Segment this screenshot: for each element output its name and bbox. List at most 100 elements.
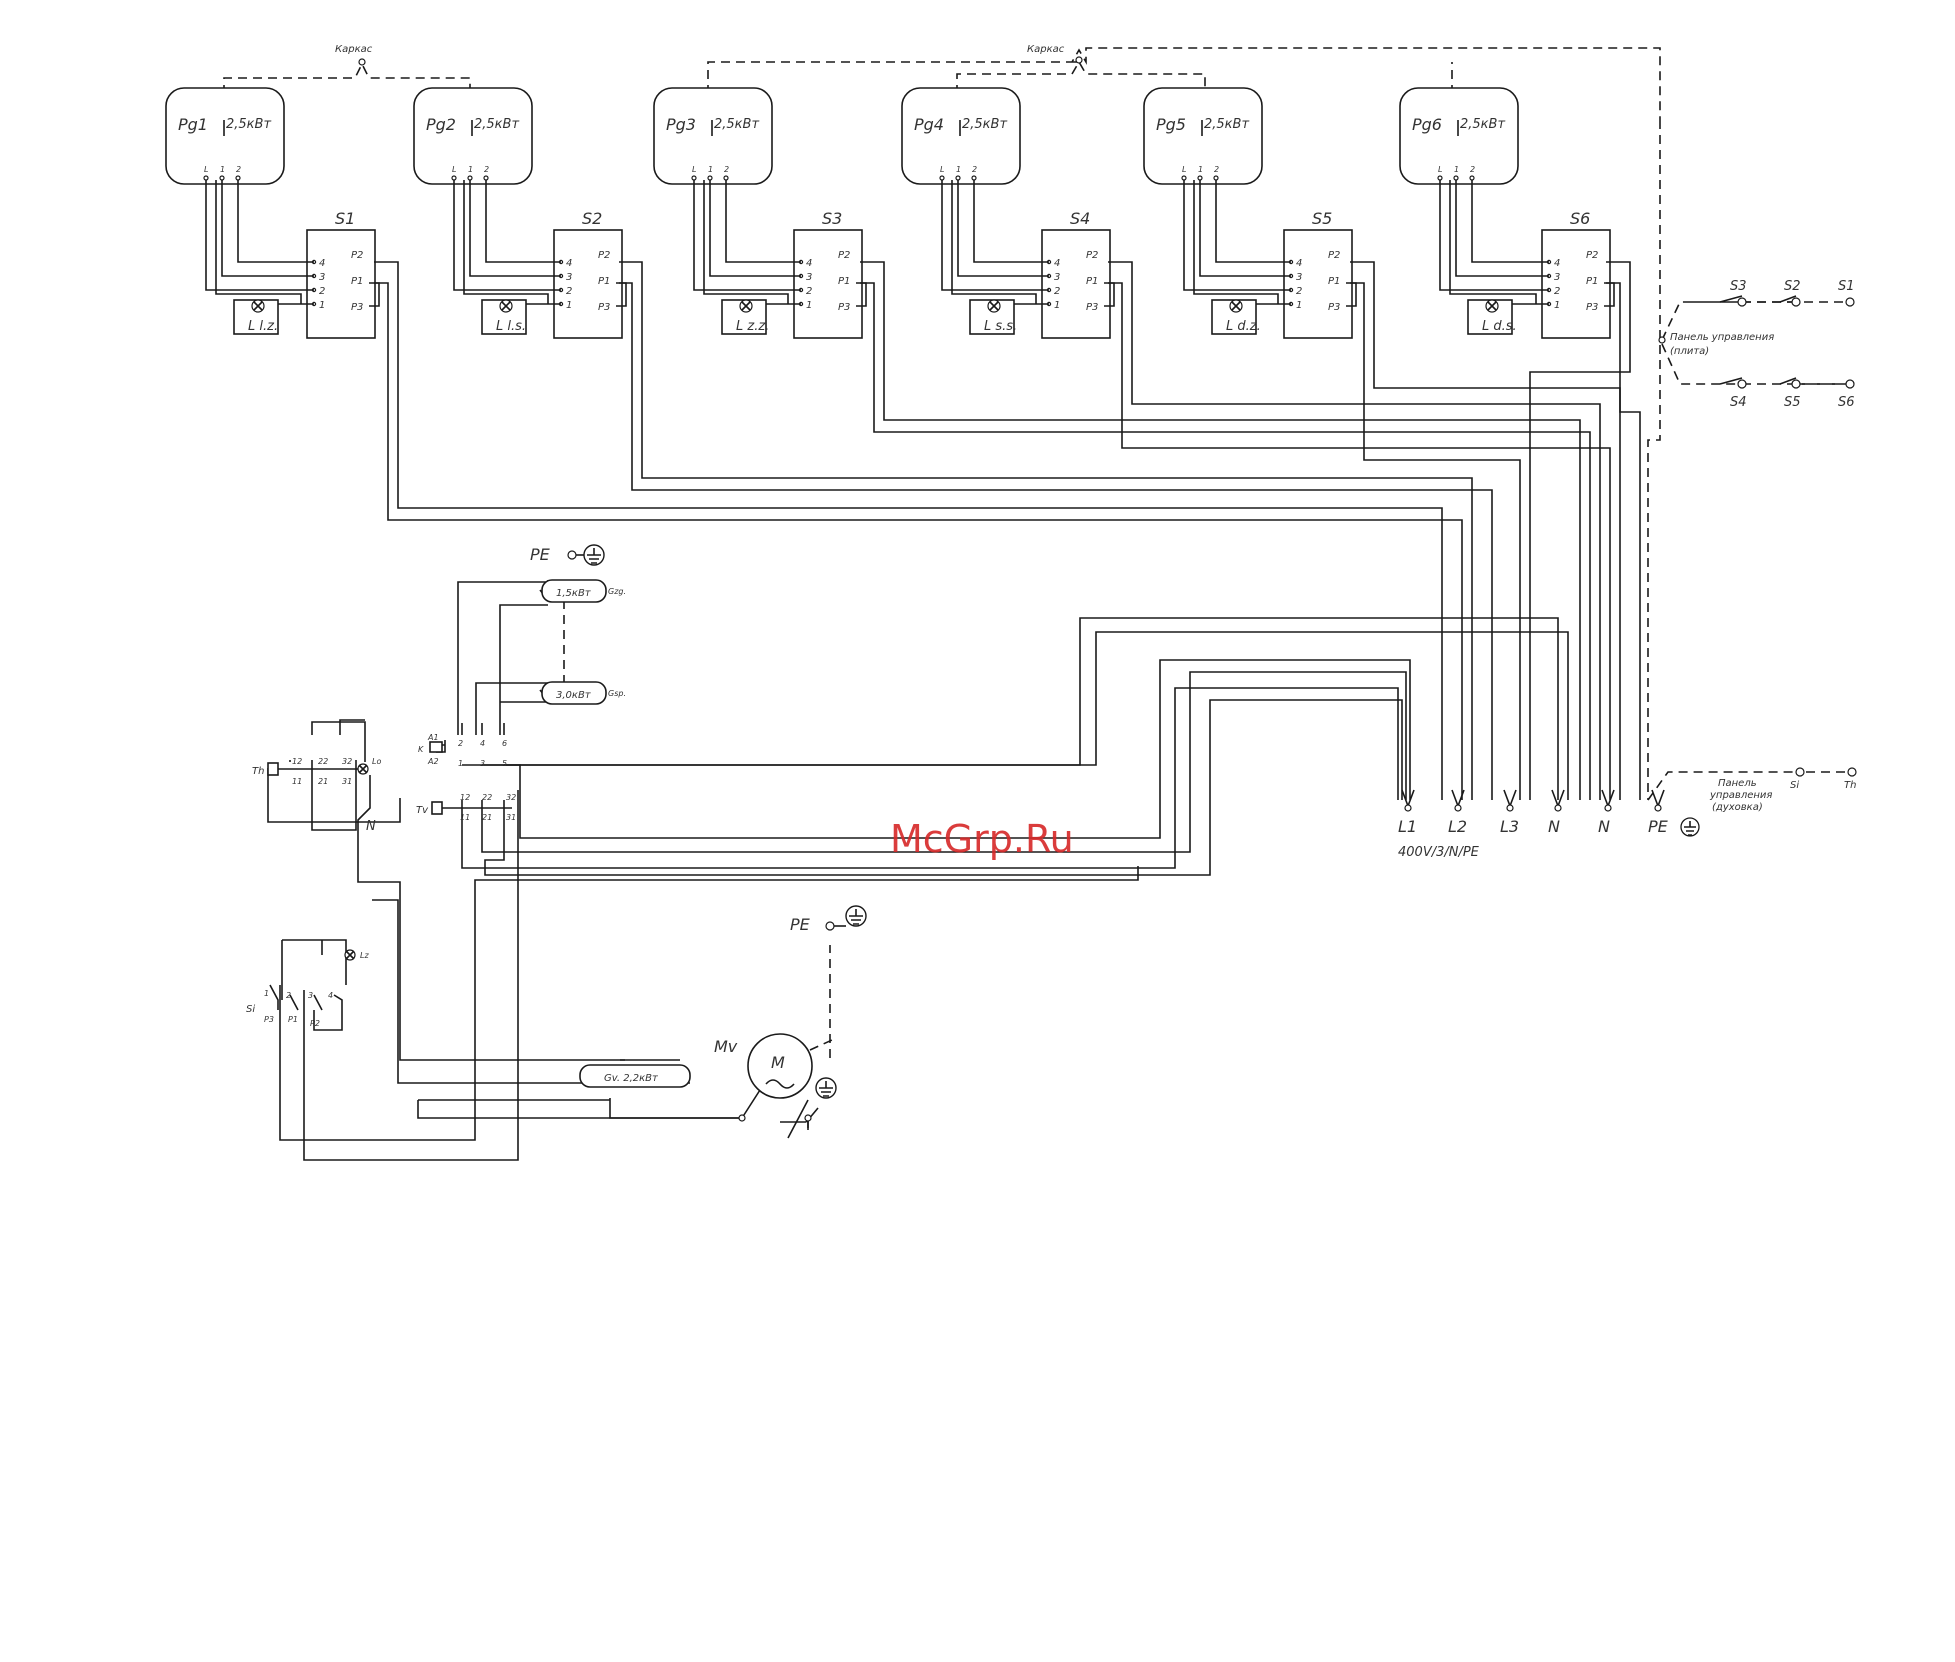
plate-terminal xyxy=(1181,175,1187,181)
hotplate-id: Pg1 xyxy=(178,115,208,134)
th-top-12: 12 xyxy=(292,757,302,766)
switch-pin-left: 1 xyxy=(1554,300,1560,311)
contactor-bottom-3: 5 xyxy=(502,759,507,768)
plate-terminal xyxy=(723,175,729,181)
th-top-22: 22 xyxy=(318,757,328,766)
hotplate-id: Pg6 xyxy=(1412,115,1442,134)
selector-contact-p1: P1 xyxy=(288,1015,298,1024)
lamp-icon xyxy=(251,299,265,313)
switch-id: S3 xyxy=(822,209,842,228)
panel-oven-th-terminal xyxy=(1847,767,1857,777)
panel-stove-label-1: Панель управления xyxy=(1670,332,1774,343)
hotplate-body xyxy=(1143,87,1263,185)
hotplate-id: Pg2 xyxy=(426,115,456,134)
panel-stove-top-1: S3 xyxy=(1730,279,1747,294)
hotplate-id: Pg3 xyxy=(666,115,696,134)
lamp-lz-icon xyxy=(344,949,356,961)
switch-pin-left: 1 xyxy=(1054,300,1060,311)
selector-pin-4: 4 xyxy=(328,991,333,1000)
switch-pin-left: 2 xyxy=(806,286,812,297)
plate-switch-wire xyxy=(973,180,1049,263)
plate-terminal xyxy=(939,175,945,181)
hotplate-power: 2,5кВт xyxy=(962,117,1007,132)
lamp-feed-wire xyxy=(215,180,302,304)
plate-terminal xyxy=(1197,175,1203,181)
supply-terminal-label: L2 xyxy=(1448,817,1467,836)
plate-terminal xyxy=(219,175,225,181)
frame-node-right xyxy=(1075,56,1083,64)
hotplate-power: 2,5кВт xyxy=(1460,117,1505,132)
plate-terminal-label: 1 xyxy=(468,165,473,174)
lamp-icon xyxy=(499,299,513,313)
plate-terminal xyxy=(1213,175,1219,181)
plate-terminal-label: 2 xyxy=(972,165,977,174)
panel-stove-s5-terminal xyxy=(1791,379,1801,389)
switch-id: S5 xyxy=(1312,209,1332,228)
switch-pin-left: 1 xyxy=(806,300,812,311)
switch-pin-left: 4 xyxy=(1296,258,1302,269)
ground-icon xyxy=(1680,817,1700,837)
heater-gzg-power: 1,5кВт xyxy=(556,588,592,599)
panel-stove-bottom-3: S6 xyxy=(1838,395,1855,410)
heater-gsp xyxy=(541,681,607,705)
switch-pin-left: 4 xyxy=(1054,258,1060,269)
switch-body xyxy=(1283,229,1353,339)
switch-pin-left: 3 xyxy=(1554,272,1560,283)
plate-switch-wire xyxy=(453,180,561,291)
hotplate-power: 2,5кВт xyxy=(474,117,519,132)
selector-contact-p2: P2 xyxy=(310,1019,320,1028)
plate-terminal-label: 1 xyxy=(220,165,225,174)
lamp-lo-icon xyxy=(357,763,369,775)
switch-pin-left: 2 xyxy=(1054,286,1060,297)
switch-pin-right: P1 xyxy=(598,276,610,287)
switch-body xyxy=(306,229,376,339)
selector-pin-2: 2 xyxy=(286,991,291,1000)
supply-terminal-l3-2: L3 xyxy=(1500,789,1519,836)
switch-pin-right: P1 xyxy=(1328,276,1340,287)
panel-stove: Панель управления (плита) S3 S2 S1 S4 S5… xyxy=(1658,279,1855,410)
plate-terminal xyxy=(1437,175,1443,181)
switch-pin-right: P1 xyxy=(838,276,850,287)
switch-pin-right: P2 xyxy=(1586,250,1598,261)
watermark: McGrp.Ru xyxy=(890,817,1074,861)
plate-terminal xyxy=(467,175,473,181)
plate-switch-wire xyxy=(1215,180,1291,263)
grill-label: Gv. 2,2кВт xyxy=(604,1073,659,1084)
panel-oven-label-2: управления xyxy=(1709,790,1772,801)
switch-pin-left: 2 xyxy=(319,286,325,297)
motor-terminal-2 xyxy=(804,1114,812,1122)
switch-body xyxy=(553,229,623,339)
hotplate-id: Pg4 xyxy=(914,115,944,134)
panel-stove-s3-terminal xyxy=(1737,297,1747,307)
heater-gzg-id: Gzg. xyxy=(608,587,626,596)
contactor-bottom-1: 1 xyxy=(458,759,463,768)
plate-terminal xyxy=(203,175,209,181)
th-top-32: 32 xyxy=(342,757,352,766)
panel-stove-s2-terminal xyxy=(1791,297,1801,307)
selector-id: Si xyxy=(246,1004,255,1015)
plate-terminal-label: 2 xyxy=(724,165,729,174)
supply-terminal-dot xyxy=(1454,804,1462,812)
heater-gzg xyxy=(541,579,607,603)
th-bottom-11: 11 xyxy=(292,777,302,786)
contactor-bottom-2: 3 xyxy=(480,759,485,768)
panel-oven-si-terminal xyxy=(1795,767,1805,777)
plate-switch-wire xyxy=(1183,180,1291,291)
plate-switch-wire xyxy=(1455,180,1549,277)
panel-oven-si: Si xyxy=(1790,780,1799,791)
plate-switch-wire xyxy=(1199,180,1291,277)
supply-terminal-dot xyxy=(1654,804,1662,812)
switch-pin-left: 2 xyxy=(1554,286,1560,297)
hotplate-power: 2,5кВт xyxy=(714,117,759,132)
thermostat-tv-id: Tv xyxy=(416,805,429,816)
switch-pin-right: P3 xyxy=(1328,302,1340,313)
tv-bottom-11: 11 xyxy=(460,813,470,822)
heater-gsp-power: 3,0кВт xyxy=(556,690,592,701)
contactor-top-1: 2 xyxy=(458,739,463,748)
contactor-a2: A2 xyxy=(427,757,439,766)
lamp-feed-wire xyxy=(1193,180,1279,304)
